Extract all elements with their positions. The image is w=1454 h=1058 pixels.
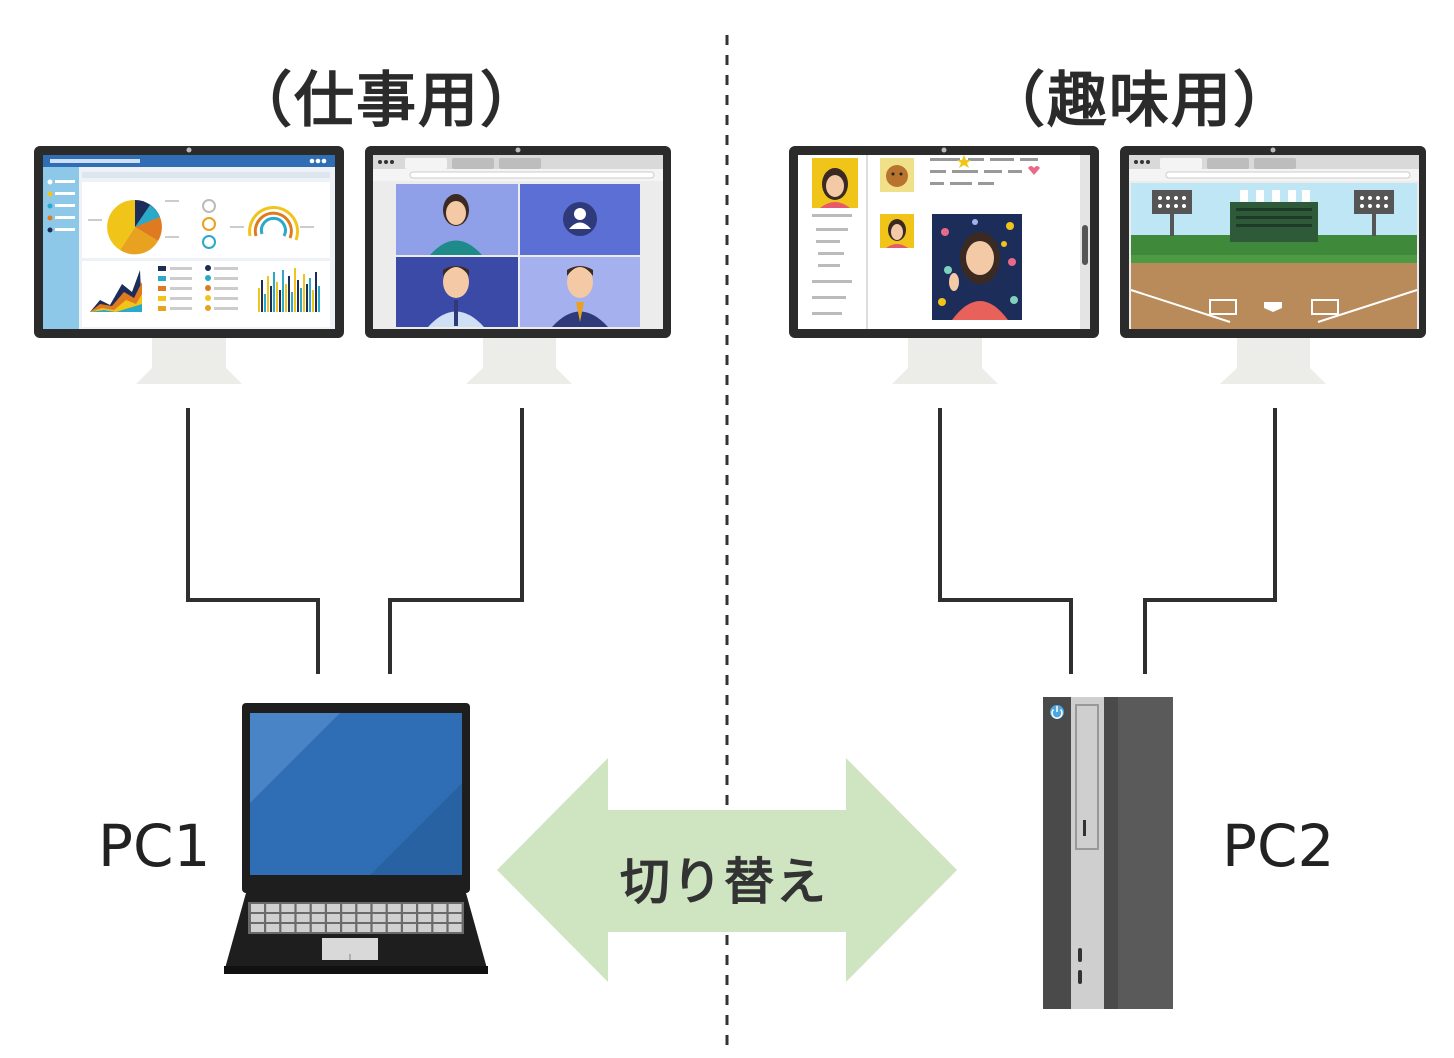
laptop-touchpad bbox=[322, 938, 378, 960]
cable-monitor1-pc1 bbox=[186, 408, 320, 674]
cable-monitor4-pc2 bbox=[1143, 408, 1277, 674]
keyboard-key bbox=[433, 914, 447, 922]
switch-arrow bbox=[497, 758, 957, 982]
switch-label: 切り替え bbox=[620, 853, 828, 911]
monitor-stand bbox=[466, 336, 572, 384]
keyboard-key bbox=[281, 924, 295, 932]
monitor-stand bbox=[892, 336, 998, 384]
hobby-group-title: （趣味用） bbox=[985, 66, 1295, 136]
keyboard-key bbox=[266, 904, 280, 912]
keyboard-key bbox=[448, 904, 462, 912]
keyboard-key bbox=[281, 904, 295, 912]
keyboard-key bbox=[342, 914, 356, 922]
keyboard-key bbox=[251, 914, 264, 922]
keyboard-key bbox=[266, 914, 280, 922]
keyboard-key bbox=[327, 904, 340, 912]
keyboard-key bbox=[296, 904, 310, 912]
keyboard-key bbox=[372, 904, 386, 912]
keyboard-key bbox=[372, 924, 386, 932]
pc1-label: PC1 bbox=[98, 812, 211, 880]
keyboard-key bbox=[357, 914, 371, 922]
keyboard-key bbox=[296, 924, 310, 932]
keyboard-key bbox=[357, 904, 371, 912]
monitor-baseball-stream bbox=[1120, 146, 1426, 384]
keyboard-key bbox=[403, 904, 416, 912]
keyboard-key bbox=[387, 904, 401, 912]
keyboard-key bbox=[418, 904, 432, 912]
cable-monitor2-pc1 bbox=[388, 408, 524, 674]
keyboard-key bbox=[433, 924, 447, 932]
monitor-dashboard bbox=[34, 146, 344, 384]
keyboard-key bbox=[387, 914, 401, 922]
keyboard-key bbox=[418, 924, 432, 932]
keyboard-key bbox=[281, 914, 295, 922]
monitor-social-feed bbox=[789, 146, 1099, 384]
cables bbox=[186, 408, 1277, 674]
keyboard-key bbox=[342, 924, 356, 932]
cable-monitor3-pc2 bbox=[938, 408, 1073, 674]
tower-pc2 bbox=[1043, 697, 1173, 1009]
keyboard-key bbox=[251, 924, 264, 932]
keyboard-key bbox=[448, 924, 462, 932]
keyboard-key bbox=[311, 924, 325, 932]
keyboard-key bbox=[311, 914, 325, 922]
keyboard-key bbox=[266, 924, 280, 932]
keyboard-key bbox=[251, 904, 264, 912]
keyboard-key bbox=[433, 904, 447, 912]
keyboard-key bbox=[311, 904, 325, 912]
keyboard-key bbox=[387, 924, 401, 932]
monitor-stand bbox=[1220, 336, 1326, 384]
keyboard-key bbox=[372, 914, 386, 922]
keyboard-key bbox=[357, 924, 371, 932]
monitor-stand bbox=[136, 336, 242, 384]
keyboard-key bbox=[342, 904, 356, 912]
work-group-title: （仕事用） bbox=[232, 66, 542, 136]
keyboard-key bbox=[296, 914, 310, 922]
keyboard-key bbox=[327, 914, 340, 922]
keyboard-key bbox=[327, 924, 340, 932]
keyboard-key bbox=[448, 914, 462, 922]
monitor-video-call bbox=[365, 146, 671, 384]
keyboard-key bbox=[403, 924, 416, 932]
keyboard-key bbox=[418, 914, 432, 922]
keyboard-key bbox=[403, 914, 416, 922]
laptop-keyboard bbox=[248, 902, 464, 934]
pc2-label: PC2 bbox=[1222, 812, 1335, 880]
laptop-pc1 bbox=[224, 703, 488, 974]
